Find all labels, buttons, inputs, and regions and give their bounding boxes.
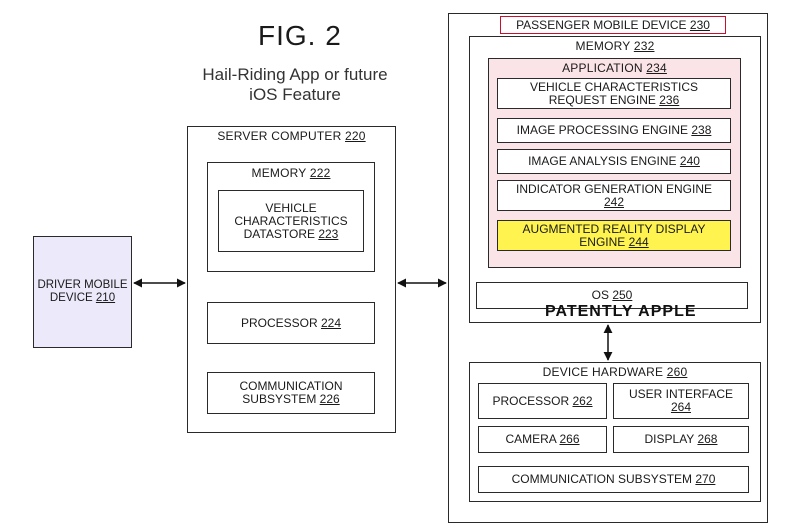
passenger-memory-text: MEMORY [575, 39, 631, 53]
img-proc-label: IMAGE PROCESSING ENGINE 238 [517, 124, 712, 137]
vcr-line-2: REQUEST ENGINE 236 [530, 92, 698, 107]
indicator-generation-engine-box: INDICATOR GENERATION ENGINE 242 [497, 180, 731, 211]
server-memory-title: MEMORY 222 [207, 167, 375, 180]
datastore-line-2: CHARACTERISTICS [234, 213, 348, 228]
device-processor-box: PROCESSOR 262 [478, 383, 607, 419]
img-anal-text: IMAGE ANALYSIS ENGINE [528, 154, 677, 168]
indicator-line-1: INDICATOR GENERATION ENGINE [515, 181, 713, 196]
server-communication-subsystem-box: COMMUNICATION SUBSYSTEM 226 [207, 372, 375, 414]
application-title: APPLICATION 234 [488, 62, 741, 75]
server-comm-line-1: COMMUNICATION [239, 379, 343, 393]
datastore-ref: 223 [318, 226, 339, 241]
hardware-ref: 260 [666, 365, 688, 379]
ui-label: USER INTERFACE 264 [629, 388, 733, 414]
application-ref: 234 [646, 61, 667, 75]
server-title-text: SERVER COMPUTER [217, 129, 342, 143]
driver-line-2: DEVICE 210 [37, 292, 127, 305]
image-processing-engine-box: IMAGE PROCESSING ENGINE 238 [497, 118, 731, 143]
datastore-line-3: DATASTORE 223 [234, 226, 347, 241]
ar-ref: 244 [628, 234, 649, 249]
augmented-reality-display-engine-box: AUGMENTED REALITY DISPLAY ENGINE 244 [497, 220, 731, 251]
vcr-ref: 236 [659, 92, 680, 107]
datastore-line-3-text: DATASTORE [243, 226, 315, 241]
os-ref: 250 [612, 288, 633, 302]
passenger-title-text: PASSENGER MOBILE DEVICE [516, 17, 687, 32]
device-hardware-title: DEVICE HARDWARE 260 [469, 366, 761, 379]
vcr-line-2-text: REQUEST ENGINE [548, 92, 656, 107]
os-label: OS 250 [592, 289, 633, 302]
display-label: DISPLAY 268 [645, 433, 718, 446]
device-comm-ref: 270 [695, 472, 716, 486]
driver-line-2-text: DEVICE [49, 292, 93, 304]
subtitle-line-1: Hail-Riding App or future [202, 65, 388, 84]
vehicle-characteristics-request-engine-box: VEHICLE CHARACTERISTICS REQUEST ENGINE 2… [497, 78, 731, 109]
display-box: DISPLAY 268 [613, 426, 749, 453]
os-text: OS [591, 288, 609, 302]
passenger-memory-ref: 232 [633, 39, 655, 53]
datastore-line-1: VEHICLE [265, 200, 317, 215]
user-interface-box: USER INTERFACE 264 [613, 383, 749, 419]
server-processor-ref: 224 [321, 315, 342, 330]
driver-mobile-device-label: DRIVER MOBILE DEVICE 210 [37, 279, 127, 305]
figure-title: FIG. 2 [258, 20, 342, 51]
device-communication-subsystem-box: COMMUNICATION SUBSYSTEM 270 [478, 466, 749, 493]
datastore-label: VEHICLE CHARACTERISTICS DATASTORE 223 [234, 200, 348, 241]
camera-label: CAMERA 266 [505, 433, 579, 446]
device-processor-ref: 262 [572, 393, 593, 408]
patently-apple-watermark: PATENTLY APPLE [545, 303, 697, 320]
img-anal-ref: 240 [679, 154, 700, 168]
camera-box: CAMERA 266 [478, 426, 607, 453]
figure-subtitle: Hail-Riding App or future iOS Feature [170, 65, 420, 105]
server-processor-text: PROCESSOR [240, 315, 318, 330]
image-analysis-engine-box: IMAGE ANALYSIS ENGINE 240 [497, 149, 731, 174]
application-text: APPLICATION [562, 61, 643, 75]
device-processor-label: PROCESSOR 262 [492, 393, 593, 408]
indicator-ref: 242 [603, 194, 625, 209]
device-comm-text: COMMUNICATION SUBSYSTEM [511, 472, 693, 486]
camera-ref: 266 [559, 432, 580, 446]
driver-mobile-device-box: DRIVER MOBILE DEVICE 210 [33, 236, 132, 348]
server-comm-label: COMMUNICATION SUBSYSTEM 226 [239, 380, 342, 406]
vehicle-characteristics-datastore-box: VEHICLE CHARACTERISTICS DATASTORE 223 [218, 190, 364, 252]
img-proc-ref: 238 [691, 123, 712, 137]
vcr-engine-label: VEHICLE CHARACTERISTICS REQUEST ENGINE 2… [529, 79, 699, 107]
passenger-memory-title: MEMORY 232 [469, 40, 761, 53]
passenger-device-title: PASSENGER MOBILE DEVICE 230 [500, 16, 726, 34]
indicator-label: INDICATOR GENERATION ENGINE 242 [515, 181, 713, 209]
camera-text: CAMERA [505, 432, 557, 446]
server-comm-line-2-text: SUBSYSTEM [242, 392, 317, 406]
ui-ref: 264 [670, 400, 691, 414]
server-comm-line-2: SUBSYSTEM 226 [239, 393, 342, 406]
server-processor-box: PROCESSOR 224 [207, 302, 375, 344]
vcr-line-1: VEHICLE CHARACTERISTICS [529, 79, 699, 94]
img-proc-text: IMAGE PROCESSING ENGINE [516, 123, 688, 137]
ar-line-2: ENGINE 244 [523, 234, 706, 249]
hardware-text: DEVICE HARDWARE [542, 365, 664, 379]
server-memory-text: MEMORY [251, 166, 307, 180]
os-box: OS 250 [476, 282, 748, 309]
ar-display-label: AUGMENTED REALITY DISPLAY ENGINE 244 [522, 221, 706, 249]
device-processor-text: PROCESSOR [492, 393, 570, 408]
device-comm-label: COMMUNICATION SUBSYSTEM 270 [512, 473, 716, 486]
server-processor-label: PROCESSOR 224 [240, 315, 342, 330]
ui-line-1: USER INTERFACE [628, 387, 733, 401]
driver-ref-number: 210 [95, 292, 116, 304]
subtitle-line-2: iOS Feature [249, 85, 341, 104]
ar-line-2-text: ENGINE [579, 234, 626, 249]
server-memory-ref: 222 [309, 166, 331, 180]
server-comm-ref: 226 [319, 392, 340, 406]
passenger-ref-number: 230 [689, 17, 710, 32]
driver-line-1: DRIVER MOBILE [37, 279, 128, 291]
passenger-title-inner: PASSENGER MOBILE DEVICE 230 [516, 17, 710, 32]
server-ref-number: 220 [345, 129, 366, 143]
display-ref: 268 [697, 432, 718, 446]
ar-line-1: AUGMENTED REALITY DISPLAY [522, 221, 706, 236]
server-computer-title: SERVER COMPUTER 220 [187, 130, 396, 143]
img-anal-label: IMAGE ANALYSIS ENGINE 240 [528, 155, 700, 168]
display-text: DISPLAY [644, 432, 695, 446]
